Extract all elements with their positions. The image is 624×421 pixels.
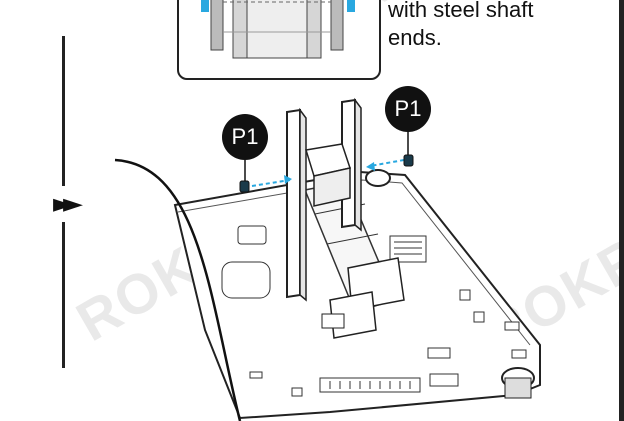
step-divider-line <box>62 222 65 368</box>
caption-line: with steel shaft <box>388 0 534 22</box>
shaft-detail-drawing <box>201 0 355 59</box>
detail-inset <box>177 0 381 80</box>
caption-line: ends. <box>388 25 442 50</box>
part-callout-badge: P1 <box>222 114 268 160</box>
step-divider-line <box>62 36 65 186</box>
instruction-caption: with steel shaft ends. <box>388 0 534 52</box>
part-callout-badge: P1 <box>385 86 431 132</box>
page-border <box>619 0 624 421</box>
